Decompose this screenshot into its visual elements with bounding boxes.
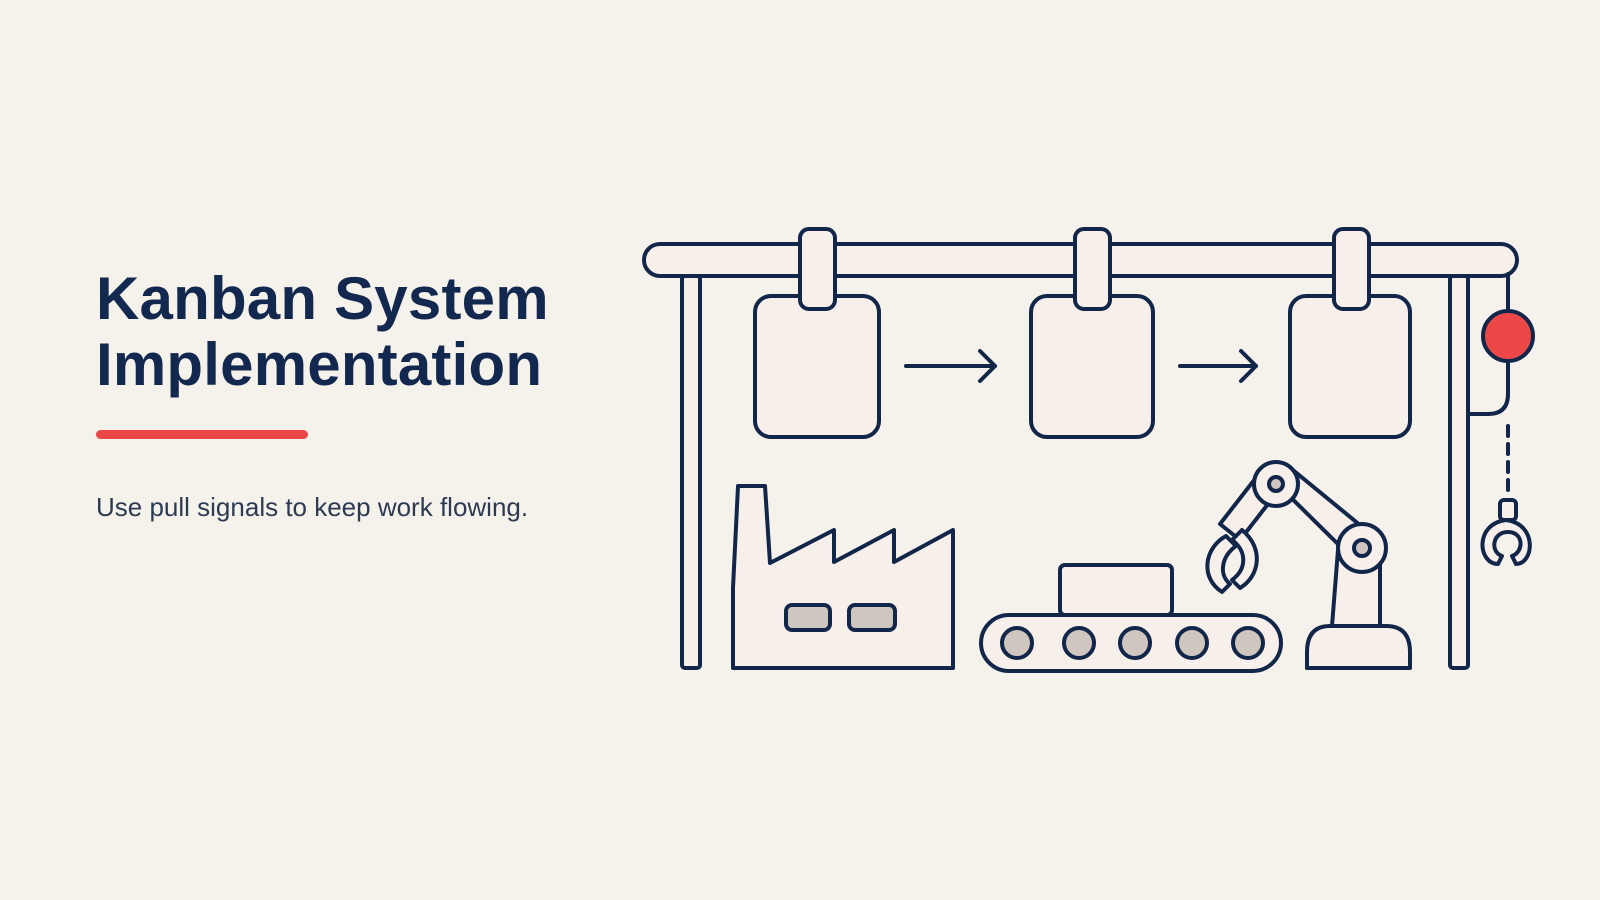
overhead-rail-icon <box>642 242 1519 670</box>
factory-icon <box>731 484 955 670</box>
robotic-arm-icon <box>1205 460 1412 670</box>
signal-light-icon <box>1466 272 1535 416</box>
hanging-claw-icon <box>1480 424 1532 566</box>
text-block: Kanban System Implementation Use pull si… <box>96 266 636 523</box>
kanban-card-icon <box>1288 227 1412 439</box>
slide-title: Kanban System Implementation <box>96 266 636 398</box>
conveyor-belt-icon <box>979 563 1283 673</box>
slide-subtitle: Use pull signals to keep work flowing. <box>96 492 529 522</box>
title-line-1: Kanban System <box>96 265 549 332</box>
title-line-2: Implementation <box>96 331 543 398</box>
kanban-card-icon <box>1029 227 1155 439</box>
arrow-right-icon <box>1178 349 1258 383</box>
title-accent-bar <box>96 430 308 439</box>
kanban-card-icon <box>753 227 881 439</box>
arrow-right-icon <box>904 349 997 383</box>
